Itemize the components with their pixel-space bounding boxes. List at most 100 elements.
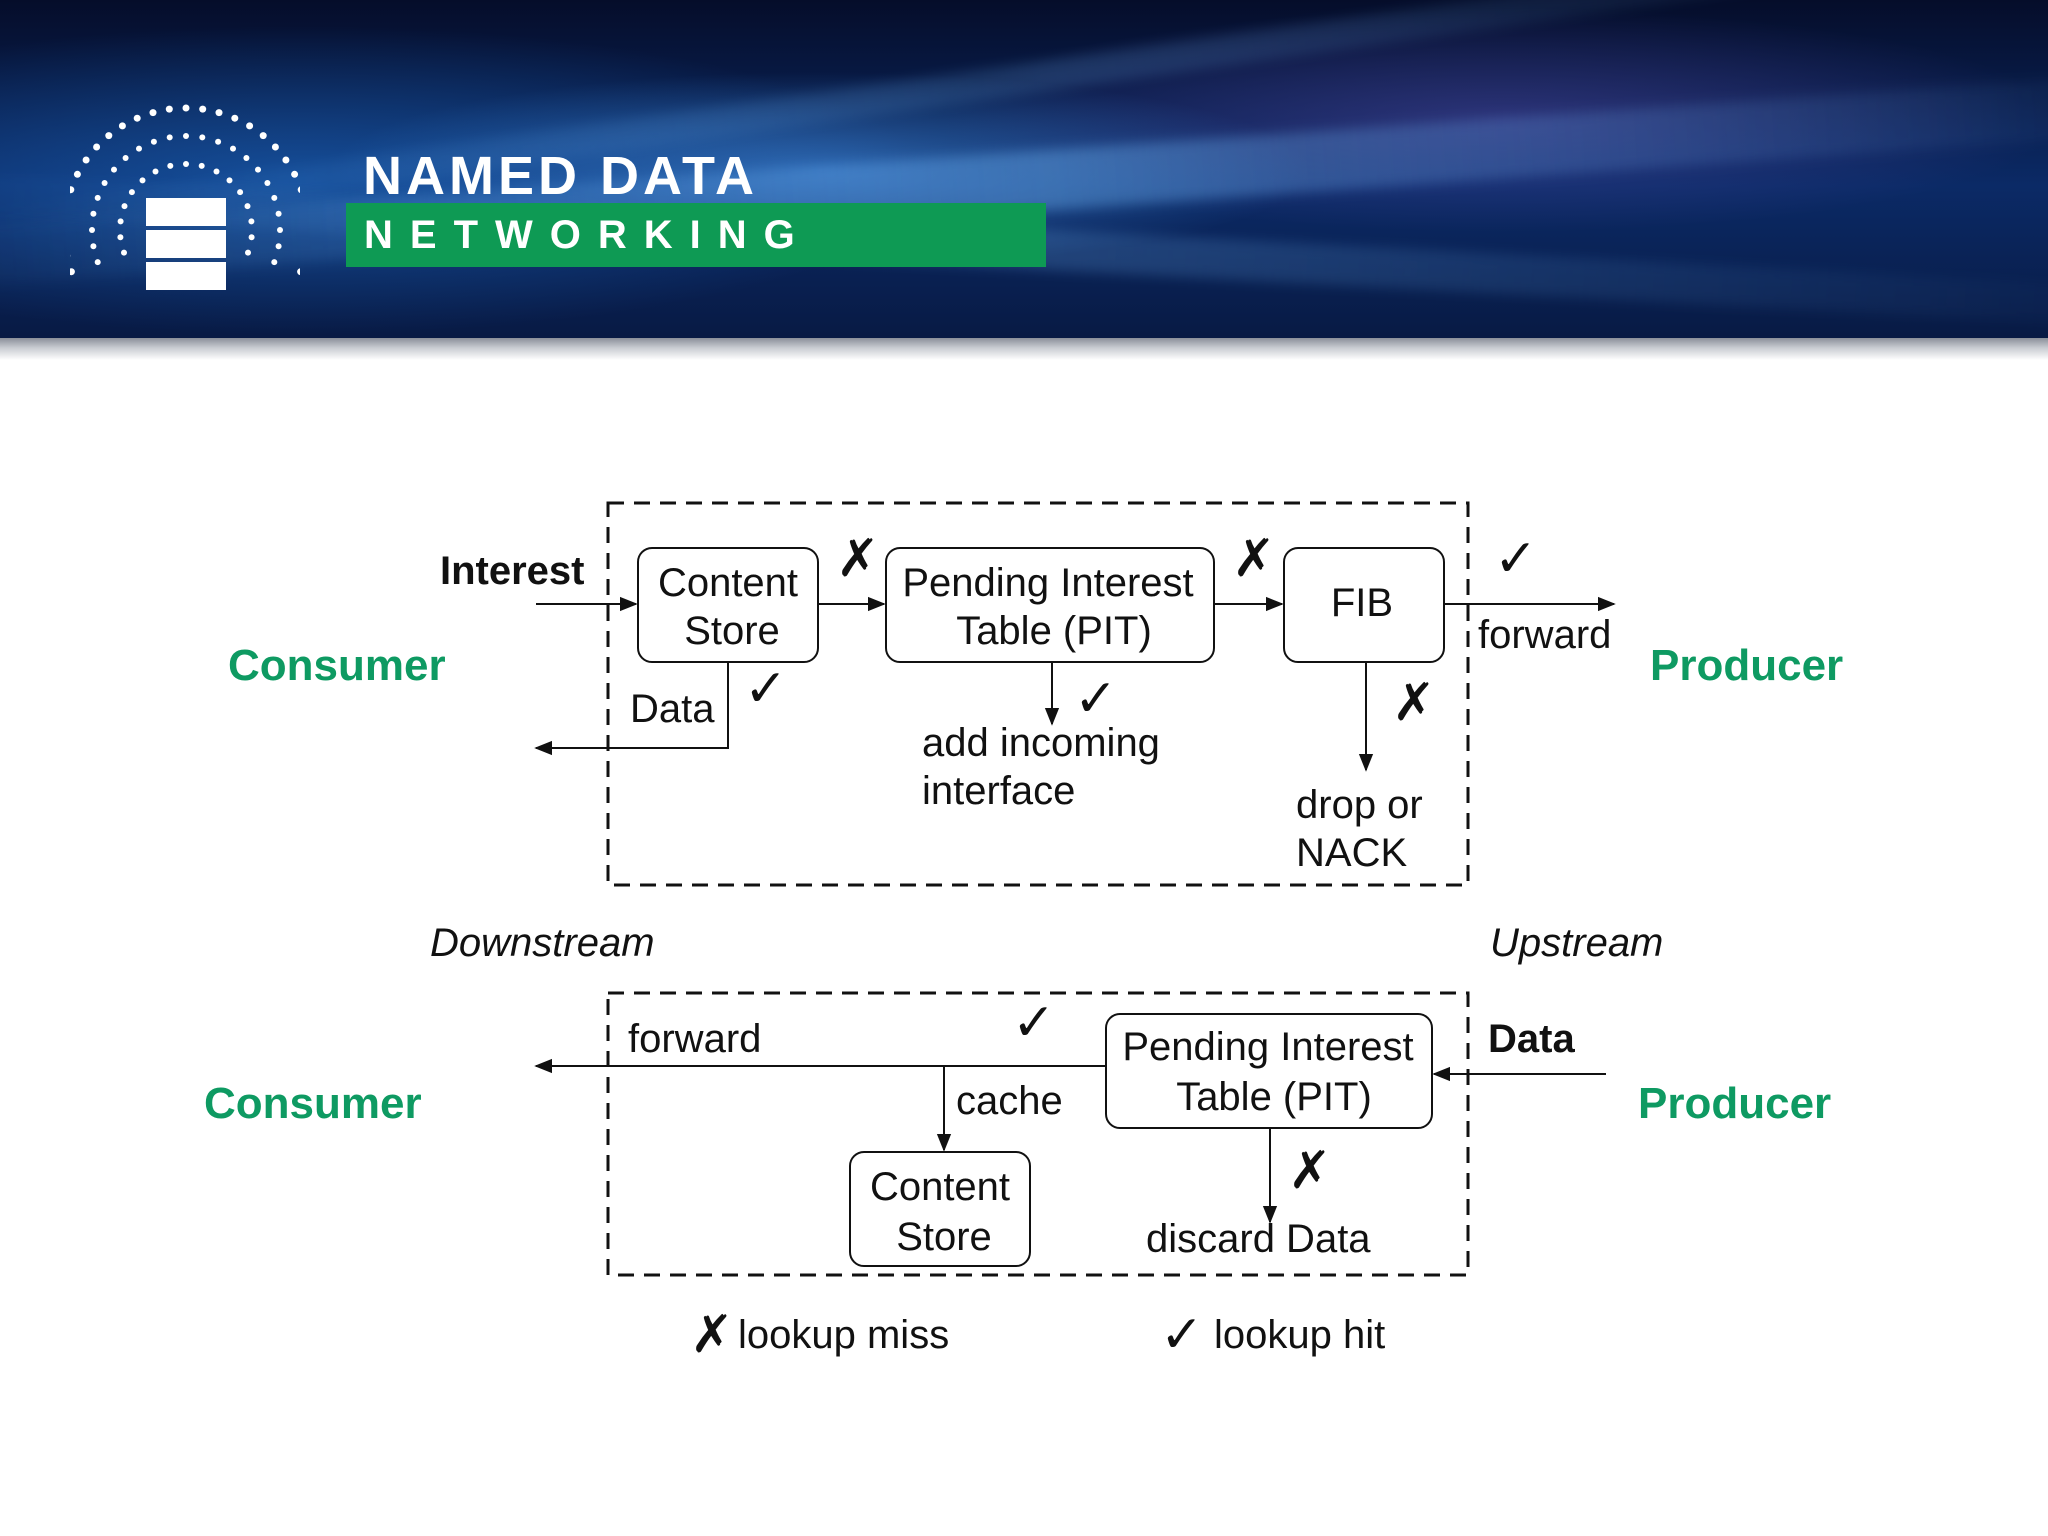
drop-label-line2: NACK	[1296, 831, 1407, 875]
logo-dot	[271, 143, 279, 151]
logo-dot	[118, 122, 126, 130]
cs-miss-mark: ✗	[836, 530, 880, 588]
router-boundary-top	[606, 501, 1470, 887]
logo-dot	[105, 132, 113, 140]
logo-dot	[248, 218, 255, 225]
brand-title: NAMED DATA	[363, 146, 758, 206]
drop-label-line1: drop or	[1296, 783, 1423, 827]
logo-dot	[255, 166, 261, 173]
logo-dot	[259, 132, 267, 140]
header-shadow	[0, 338, 2048, 360]
logo-dot	[198, 162, 205, 169]
logo-dot	[117, 234, 124, 241]
logo-dot	[282, 156, 290, 164]
logo-dot	[264, 180, 271, 186]
logo-dot	[89, 227, 95, 233]
logo-dot	[90, 243, 97, 250]
logo-dot	[111, 166, 117, 173]
logo-dot	[73, 170, 81, 178]
logo-dot	[121, 203, 128, 210]
logo-dot	[150, 138, 157, 145]
logo-dot	[246, 122, 254, 130]
legend-miss-label: lookup miss	[738, 1313, 949, 1357]
logo-dot	[94, 259, 101, 266]
cache-label: cache	[956, 1079, 1063, 1123]
legend-hit-mark: ✓	[1160, 1306, 1204, 1364]
legend-hit-label: lookup hit	[1214, 1313, 1385, 1357]
pit-hit-mark: ✓	[1074, 670, 1118, 728]
logo-dot	[248, 234, 255, 241]
logo-dot	[94, 194, 101, 201]
add-interface-line1: add incoming	[922, 721, 1160, 765]
interest-input-label: Interest	[440, 549, 585, 593]
logo-dot	[136, 145, 142, 152]
logo-dot	[297, 186, 300, 193]
logo-dot	[139, 177, 146, 184]
downstream-label: Downstream	[430, 921, 655, 965]
logo-dot	[133, 114, 141, 122]
logo-dot	[226, 177, 233, 184]
pit-bottom-line1: Pending Interest	[1122, 1025, 1413, 1069]
upstream-label: Upstream	[1490, 921, 1663, 965]
logo-dot	[128, 189, 135, 196]
producer-label-bottom: Producer	[1638, 1079, 1831, 1128]
fib-hit-mark: ✓	[1494, 530, 1538, 588]
logo-dot	[82, 156, 90, 164]
pit-bottom-hit-mark: ✓	[1012, 994, 1056, 1052]
database-signal-icon	[70, 104, 300, 290]
legend-miss-mark: ✗	[690, 1306, 734, 1364]
discard-label: discard Data	[1146, 1217, 1371, 1261]
pit-bottom-miss-mark: ✗	[1288, 1142, 1332, 1200]
logo-dot	[237, 189, 244, 196]
logo-dot	[121, 249, 127, 256]
logo-dot	[277, 227, 283, 233]
logo-dot	[271, 194, 278, 201]
logo-dot	[231, 114, 239, 122]
logo-dot	[275, 210, 282, 217]
logo-dot	[122, 155, 129, 161]
logo-dot	[243, 155, 250, 161]
logo-dot	[244, 203, 251, 210]
cs-bottom-line1: Content	[870, 1165, 1010, 1209]
logo-dot	[152, 168, 159, 175]
logo-dot	[165, 105, 173, 113]
logo-dot	[215, 138, 222, 145]
logo-dot	[117, 218, 124, 225]
logo-dot	[199, 134, 206, 141]
logo-dot	[167, 162, 174, 169]
logo-dot	[291, 170, 299, 178]
logo-dot	[199, 105, 207, 113]
data-label-top: Data	[630, 687, 715, 731]
cs-bottom-line2: Store	[896, 1215, 992, 1259]
logo-dot	[182, 104, 190, 112]
logo-dot	[183, 133, 189, 139]
logo-dot	[101, 180, 108, 186]
logo-dot	[93, 143, 101, 151]
logo-dot	[90, 210, 97, 217]
fib-miss-mark: ✗	[1392, 674, 1436, 732]
content-store-box-bottom	[849, 1151, 1031, 1267]
cs-hit-mark: ✓	[744, 660, 788, 718]
fib-label: FIB	[1331, 581, 1393, 625]
data-input-label: Data	[1488, 1017, 1575, 1061]
logo-dot	[213, 168, 220, 175]
brand-subtitle: NETWORKING	[364, 213, 812, 257]
logo-dot	[183, 161, 189, 167]
data-return-arrow-top	[534, 662, 729, 756]
pit-label-line2: Table (PIT)	[956, 609, 1152, 653]
consumer-label-top: Consumer	[228, 641, 446, 690]
content-store-label-line1: Content	[658, 561, 798, 605]
router-boundary-bottom	[606, 991, 1470, 1277]
producer-label-top: Producer	[1650, 641, 1843, 690]
logo-dot	[275, 243, 282, 250]
add-interface-line2: interface	[922, 769, 1075, 813]
logo-dot	[271, 259, 278, 266]
logo-dot	[70, 186, 75, 194]
logo-dot	[149, 109, 157, 117]
logo-dot	[70, 268, 75, 276]
header-banner: NAMED DATA NETWORKING	[0, 0, 2048, 338]
pit-bottom-line2: Table (PIT)	[1176, 1075, 1372, 1119]
logo-dot	[230, 145, 236, 152]
logo-dot	[215, 109, 223, 117]
